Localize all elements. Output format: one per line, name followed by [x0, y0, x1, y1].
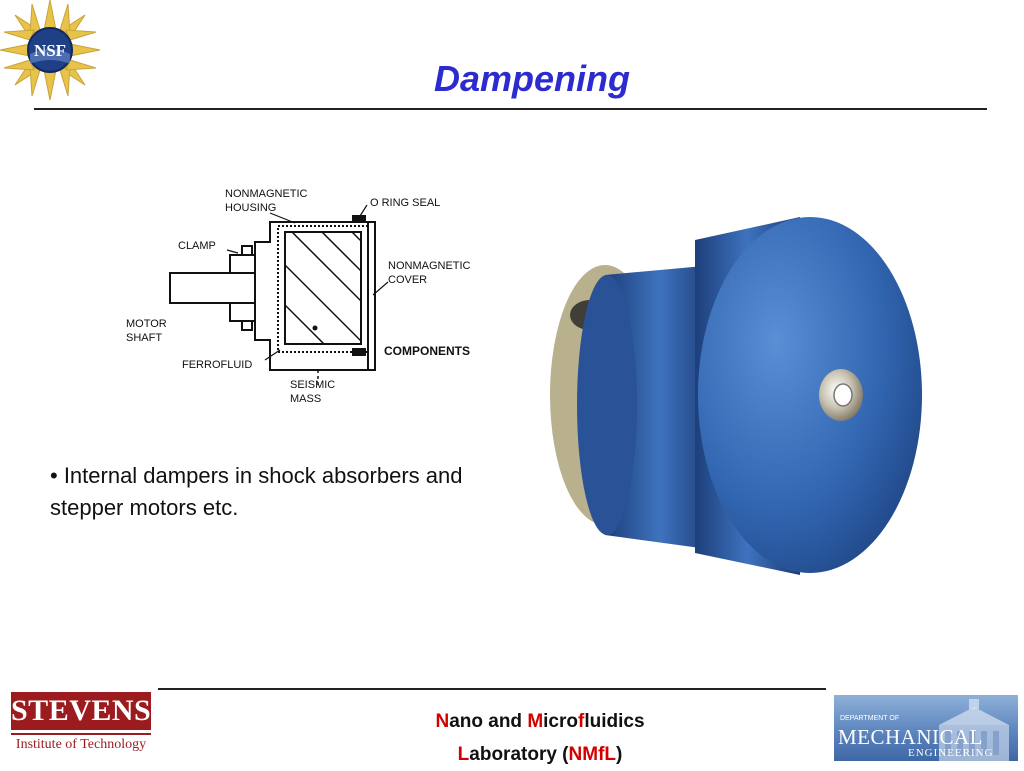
- title-divider: [34, 108, 987, 110]
- label-mass-1: SEISMIC: [290, 379, 335, 391]
- nsf-logo-text: NSF: [34, 41, 66, 60]
- mech-eng-sub: ENGINEERING: [908, 747, 994, 759]
- label-cover-2: COVER: [388, 274, 427, 286]
- mech-eng-logo: DEPARTMENT OF MECHANICAL ENGINEERING: [834, 695, 1018, 761]
- damper-diagram: NONMAGNETIC HOUSING O RING SEAL CLAMP NO…: [126, 188, 471, 405]
- seismic-mass: [284, 231, 362, 345]
- stevens-logo: STEVENS Institute of Technology: [11, 692, 151, 758]
- clamp-top: [229, 254, 256, 274]
- damper-face: [698, 217, 922, 573]
- label-components: COMPONENTS: [384, 344, 470, 358]
- slide-title: Dampening: [433, 58, 630, 99]
- label-cover-1: NONMAGNETIC: [388, 260, 471, 272]
- stevens-logo-sub: Institute of Technology: [11, 733, 151, 753]
- mech-eng-title: MECHANICAL: [838, 725, 983, 749]
- o-ring-seal: [352, 215, 366, 223]
- damper-photo: [550, 217, 922, 575]
- label-housing-2: HOUSING: [225, 202, 276, 214]
- stevens-logo-name: STEVENS: [11, 692, 151, 730]
- lab-name: Nano and Microfluidics Laboratory (NMfL): [360, 705, 720, 771]
- nsf-logo: NSF: [0, 0, 101, 101]
- label-shaft-2: SHAFT: [126, 332, 162, 344]
- clamp-bottom: [229, 302, 256, 322]
- nonmagnetic-cover: [367, 221, 376, 371]
- lab-name-line2: Laboratory (NMfL): [457, 744, 623, 765]
- label-clamp: CLAMP: [178, 240, 216, 252]
- label-oring: O RING SEAL: [370, 197, 440, 209]
- label-mass-2: MASS: [290, 393, 321, 405]
- label-ferrofluid: FERROFLUID: [182, 359, 252, 371]
- label-housing-1: NONMAGNETIC: [225, 188, 308, 200]
- label-shaft-1: MOTOR: [126, 318, 167, 330]
- bullet-text: • Internal dampers in shock absorbers an…: [50, 463, 463, 520]
- footer-divider: [158, 688, 826, 690]
- lab-name-line1: Nano and Microfluidics: [435, 711, 645, 732]
- mech-eng-dept: DEPARTMENT OF: [840, 715, 900, 722]
